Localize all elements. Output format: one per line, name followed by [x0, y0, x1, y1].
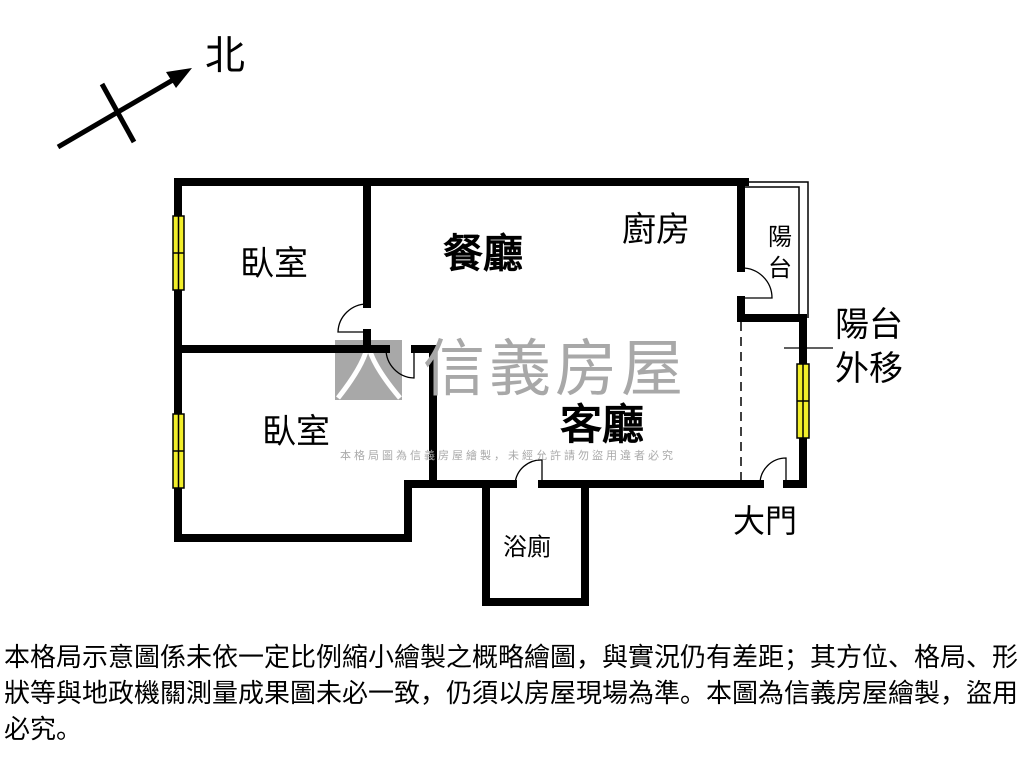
disclaimer-text: 本格局示意圖係未依一定比例縮小繪製之概略繪圖，與實況仍有差距；其方位、格局、形狀…	[4, 643, 1019, 745]
room-label-kitchen: 廚房	[622, 210, 690, 250]
watermark-notice: 本格局圖為信義房屋繪製，未經允許請勿盜用違者必究	[340, 449, 676, 462]
room-label-dining: 餐廳	[443, 230, 523, 277]
label-balcony-moved-1: 陽台	[835, 305, 903, 345]
room-label-bedroom-1: 臥室	[240, 244, 308, 284]
label-balcony-moved-2: 外移	[835, 349, 903, 389]
windows	[172, 215, 810, 489]
room-label-bedroom-2: 臥室	[262, 412, 330, 452]
north-arrow-icon	[56, 68, 192, 150]
doors	[337, 267, 787, 485]
room-label-living: 客廳	[560, 400, 645, 449]
compass-north-label: 北	[205, 33, 245, 79]
room-label-bathroom: 浴廁	[503, 533, 551, 561]
watermark-brand: 信義房屋	[423, 332, 688, 405]
room-label-balcony-1: 陽	[768, 223, 792, 251]
label-front-door: 大門	[733, 502, 798, 540]
balcony-outline	[745, 181, 809, 318]
room-label-balcony-2: 台	[768, 254, 792, 282]
